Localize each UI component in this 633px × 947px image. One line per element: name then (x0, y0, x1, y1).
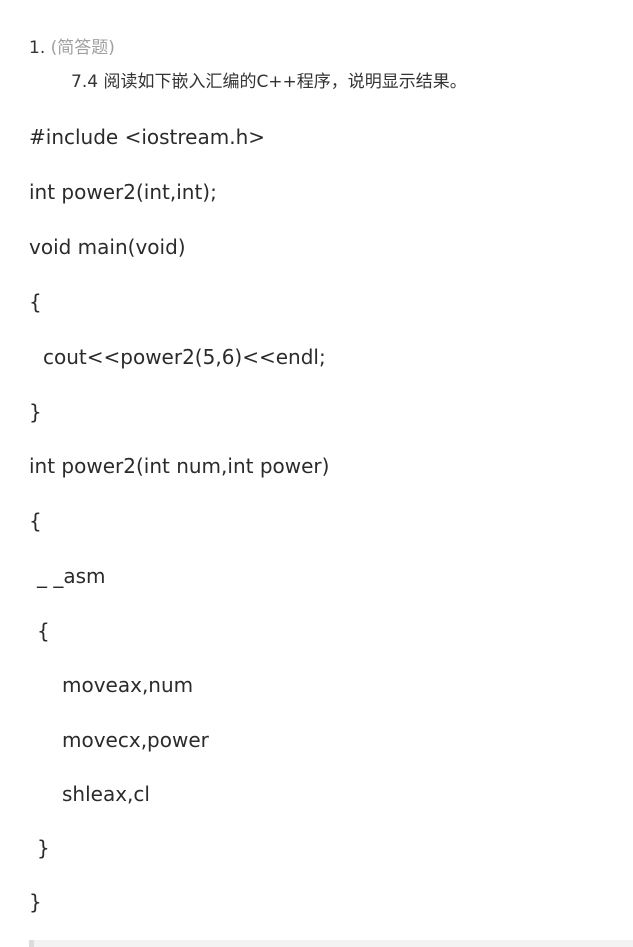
code-line-main-signature: void main(void) (29, 235, 186, 259)
code-line-include: #include <iostream.h> (29, 125, 266, 149)
question-prompt: 7.4 阅读如下嵌入汇编的C++程序，说明显示结果。 (71, 72, 467, 92)
question-type-label: (简答题) (50, 38, 115, 58)
code-line-asm-open-brace: { (37, 619, 50, 643)
code-line-mov-eax: moveax,num (62, 673, 194, 697)
code-line-mov-ecx: movecx,power (62, 728, 209, 752)
code-line-power2-open-brace: { (29, 509, 42, 533)
code-line-power2-signature: int power2(int num,int power) (29, 454, 330, 478)
question-header: 1. (简答题) (29, 37, 115, 59)
code-line-asm-close-brace: } (37, 836, 50, 860)
code-line-main-close-brace: } (29, 400, 42, 424)
code-line-asm: _ _asm (37, 564, 106, 588)
code-line-power2-close-brace: } (29, 890, 42, 914)
answer-area-edge (29, 940, 633, 947)
question-number: 1. (29, 38, 46, 58)
code-line-cout: cout<<power2(5,6)<<endl; (43, 345, 326, 369)
code-line-main-open-brace: { (29, 290, 42, 314)
code-line-shl-eax: shleax,cl (62, 782, 150, 806)
code-line-prototype: int power2(int,int); (29, 180, 217, 204)
